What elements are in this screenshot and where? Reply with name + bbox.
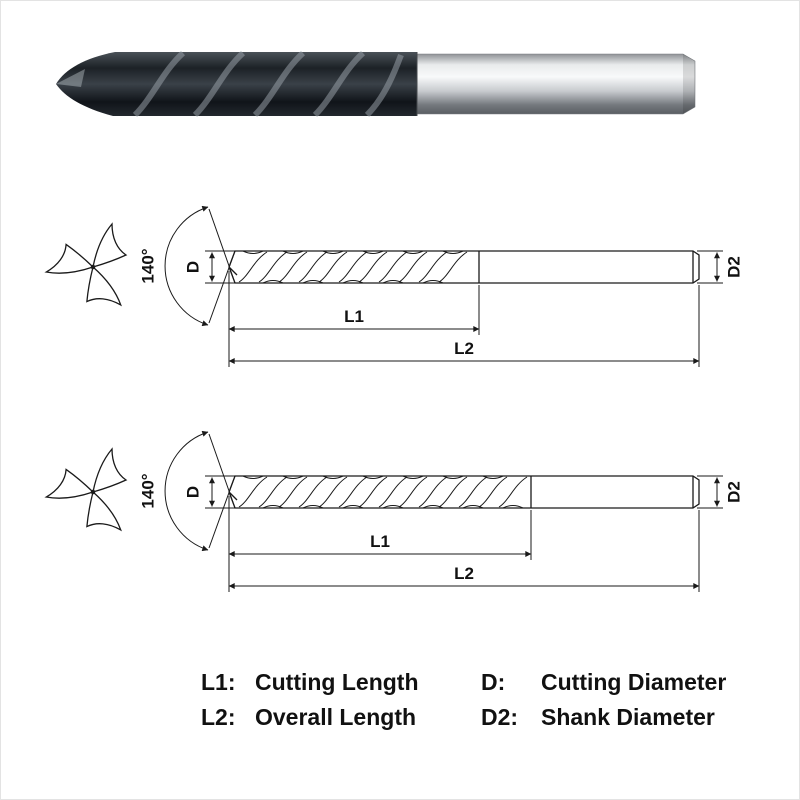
d2-label: D2 [724,256,743,278]
legend-value: Shank Diameter [541,704,715,730]
flute-spirals [238,475,528,509]
dim-d2: D2 [697,475,743,509]
l2-label: L2 [454,339,474,358]
tip-highlight [56,69,85,87]
drill-outline [228,475,700,509]
dim-l1: L1 [228,496,532,592]
shank-body [416,53,696,115]
d-label: D [183,486,202,498]
legend-key: D2: [481,704,519,730]
legend: L1: Cutting Length D: Cutting Diameter L… [201,669,726,731]
point-angle-dim: 140° [138,205,236,327]
angle-label: 140° [138,248,157,283]
dim-l2: L2 [228,285,700,367]
angle-label: 140° [138,473,157,508]
technical-drawing-2: 140° D D2 L1 L2 [38,430,743,592]
end-view [38,447,131,543]
dim-d2: D2 [697,250,743,284]
flute-spiral-highlights [132,50,404,118]
l1-label: L1 [370,532,390,551]
drill-photo [51,47,701,121]
shank-end-face [683,54,695,114]
end-view [38,222,131,318]
drill-photo-svg [56,50,696,118]
legend-value: Cutting Length [255,669,419,695]
dim-d: D [183,475,235,509]
point-angle-dim: 140° [138,430,236,552]
l2-label: L2 [454,564,474,583]
legend-key: L2: [201,704,236,730]
dim-l2: L2 [228,510,700,592]
d2-label: D2 [724,481,743,503]
flute-spirals [238,250,468,284]
dim-d: D [183,250,235,284]
legend-key: D: [481,669,506,695]
l1-label: L1 [344,307,364,326]
legend-value: Overall Length [255,704,417,730]
dim-l1: L1 [228,271,480,367]
drill-outline [228,250,700,284]
legend-key: L1: [201,669,236,695]
legend-value: Cutting Diameter [541,669,727,695]
technical-drawing-1: 140° D D2 L1 L2 [38,205,743,367]
d-label: D [183,261,202,273]
